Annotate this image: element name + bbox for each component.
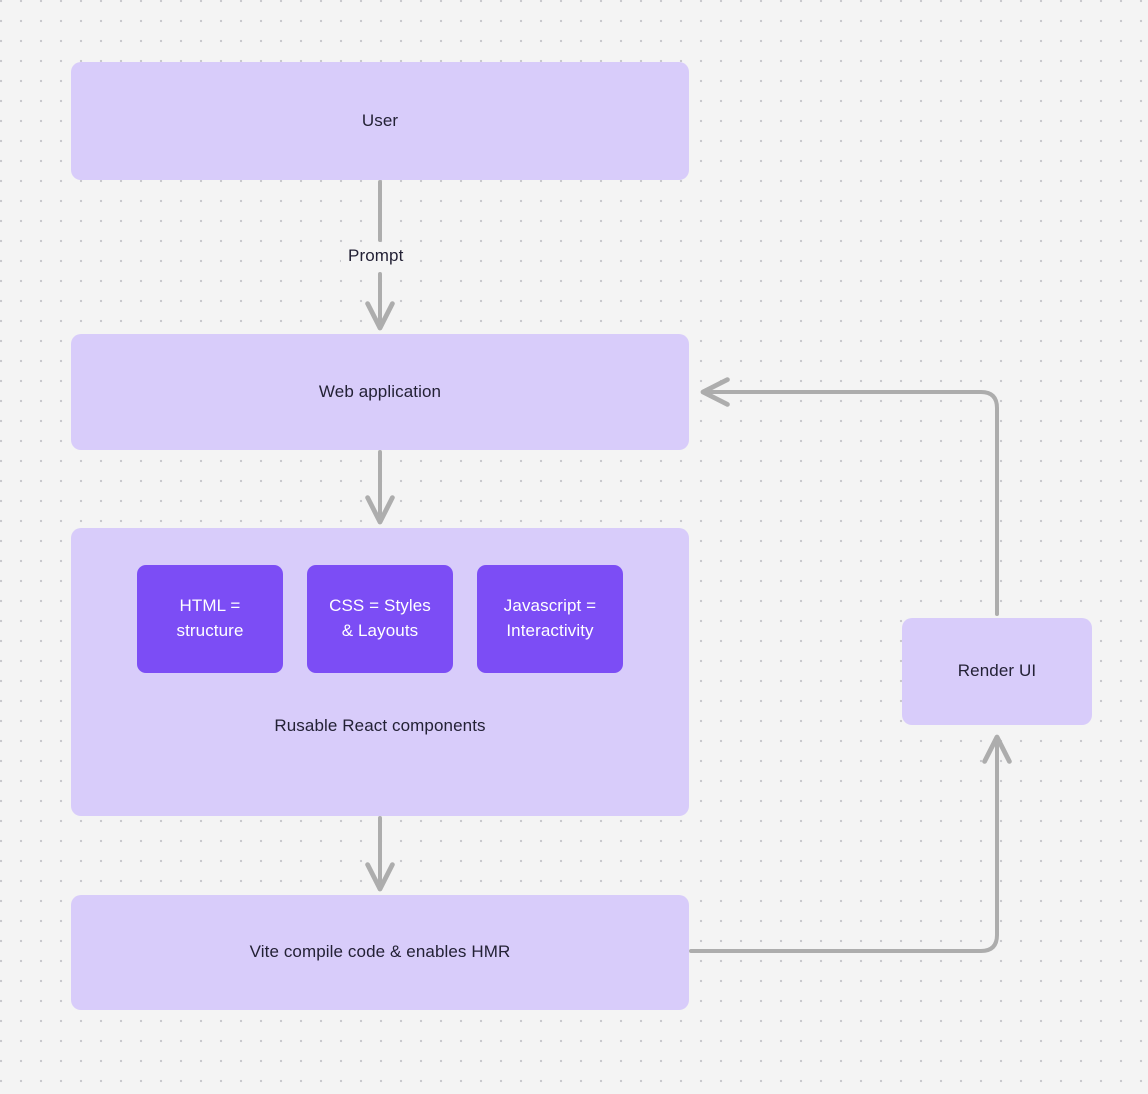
node-css[interactable]: CSS = Styles & Layouts (307, 565, 453, 673)
node-javascript[interactable]: Javascript = Interactivity (477, 565, 623, 673)
node-web-application[interactable]: Web application (71, 334, 689, 450)
node-web-application-label: Web application (318, 381, 442, 401)
node-html-label: HTML = structure (176, 594, 243, 643)
node-vite-label: Vite compile code & enables HMR (249, 942, 511, 962)
node-html[interactable]: HTML = structure (137, 565, 283, 673)
node-render-ui-label: Render UI (957, 661, 1037, 681)
node-html-line1: HTML = (179, 596, 241, 616)
node-user[interactable]: User (71, 62, 689, 180)
node-javascript-line1: Javascript = (503, 596, 597, 616)
node-user-label: User (361, 110, 399, 130)
edge-label-prompt: Prompt (341, 245, 411, 267)
node-html-line2: structure (176, 621, 244, 640)
node-css-line2: & Layouts (341, 621, 419, 640)
node-css-label: CSS = Styles & Layouts (329, 594, 431, 643)
node-javascript-line2: Interactivity (506, 621, 594, 640)
node-react-components[interactable]: HTML = structure CSS = Styles & Layouts … (71, 528, 689, 816)
node-react-components-caption: Rusable React components (274, 716, 486, 735)
node-css-line1: CSS = Styles (329, 596, 431, 616)
node-vite[interactable]: Vite compile code & enables HMR (71, 895, 689, 1010)
edge-render-ui-to-webapp (700, 377, 999, 616)
node-render-ui[interactable]: Render UI (902, 618, 1092, 725)
edge-vite-to-render-ui (689, 734, 1012, 953)
node-javascript-label: Javascript = Interactivity (504, 594, 596, 643)
